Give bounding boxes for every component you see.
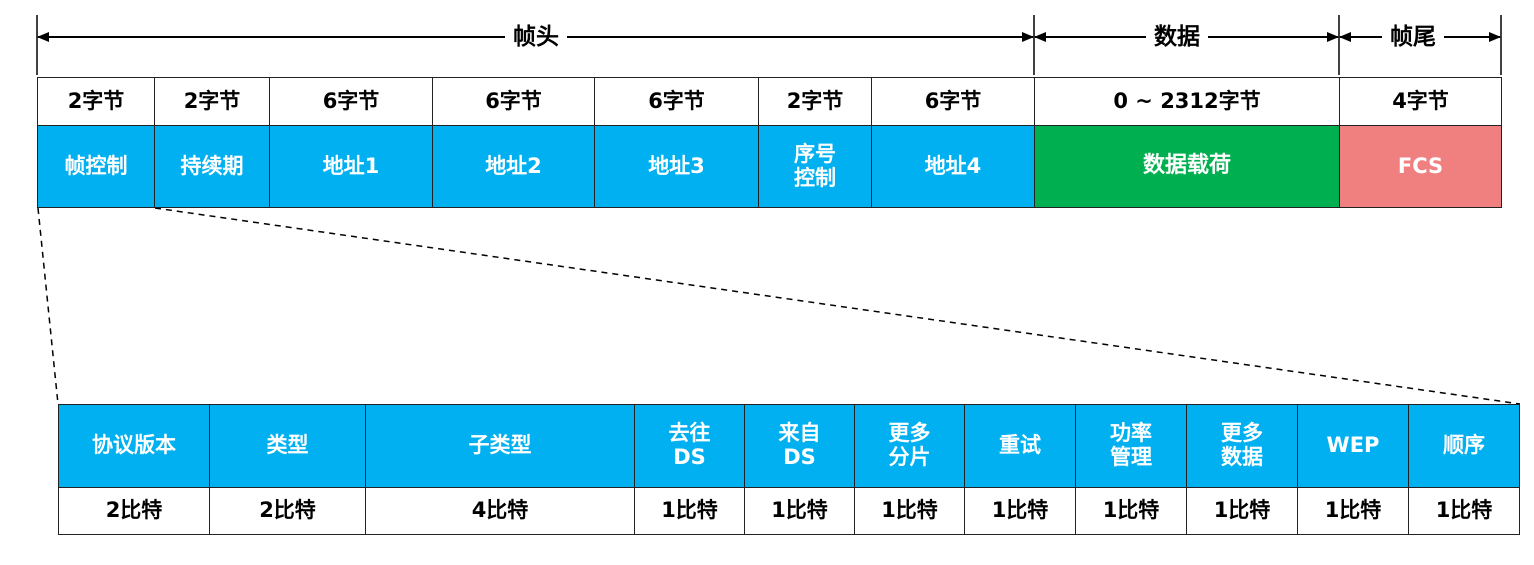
- field-duration: 持续期: [154, 125, 270, 208]
- bits-type: 2比特: [209, 487, 366, 535]
- field-address1: 地址1: [269, 125, 433, 208]
- field-sequence-control: 序号 控制: [758, 125, 872, 208]
- size-cell-fcs: 4字节: [1339, 77, 1502, 126]
- bits-subtype: 4比特: [365, 487, 635, 535]
- size-cell-address1: 6字节: [269, 77, 433, 126]
- ctrl-to-ds: 去往 DS: [634, 404, 745, 488]
- ctrl-order: 顺序: [1408, 404, 1520, 488]
- ctrl-wep: WEP: [1297, 404, 1409, 488]
- section-label-trailer: 帧尾: [1382, 22, 1444, 52]
- ctrl-power-management: 功率 管理: [1075, 404, 1187, 488]
- bits-to-ds: 1比特: [634, 487, 745, 535]
- bits-order: 1比特: [1408, 487, 1520, 535]
- bits-protocol-version: 2比特: [58, 487, 210, 535]
- size-cell-duration: 2字节: [154, 77, 270, 126]
- ctrl-subtype: 子类型: [365, 404, 635, 488]
- ctrl-more-data: 更多 数据: [1186, 404, 1298, 488]
- expand-line-right: [154, 207, 1521, 405]
- size-cell-address3: 6字节: [594, 77, 759, 126]
- bits-power-management: 1比特: [1075, 487, 1187, 535]
- field-fcs: FCS: [1339, 125, 1502, 208]
- field-address2: 地址2: [432, 125, 595, 208]
- size-cell-frame-control: 2字节: [37, 77, 155, 126]
- ctrl-from-ds: 来自 DS: [744, 404, 855, 488]
- section-label-header: 帧头: [505, 22, 567, 52]
- ctrl-type: 类型: [209, 404, 366, 488]
- bits-more-fragments: 1比特: [854, 487, 965, 535]
- bits-retry: 1比特: [964, 487, 1076, 535]
- ctrl-more-fragments: 更多 分片: [854, 404, 965, 488]
- ctrl-protocol-version: 协议版本: [58, 404, 210, 488]
- ctrl-retry: 重试: [964, 404, 1076, 488]
- field-data-payload: 数据载荷: [1034, 125, 1340, 208]
- field-address3: 地址3: [594, 125, 759, 208]
- bits-more-data: 1比特: [1186, 487, 1298, 535]
- bits-wep: 1比特: [1297, 487, 1409, 535]
- size-cell-payload: 0 ~ 2312字节: [1034, 77, 1340, 126]
- field-address4: 地址4: [871, 125, 1035, 208]
- size-cell-address2: 6字节: [432, 77, 595, 126]
- size-cell-address4: 6字节: [871, 77, 1035, 126]
- bits-from-ds: 1比特: [744, 487, 855, 535]
- size-cell-sequence-control: 2字节: [758, 77, 872, 126]
- expand-line-left: [37, 207, 59, 405]
- field-frame-control: 帧控制: [37, 125, 155, 208]
- section-label-data: 数据: [1146, 22, 1208, 52]
